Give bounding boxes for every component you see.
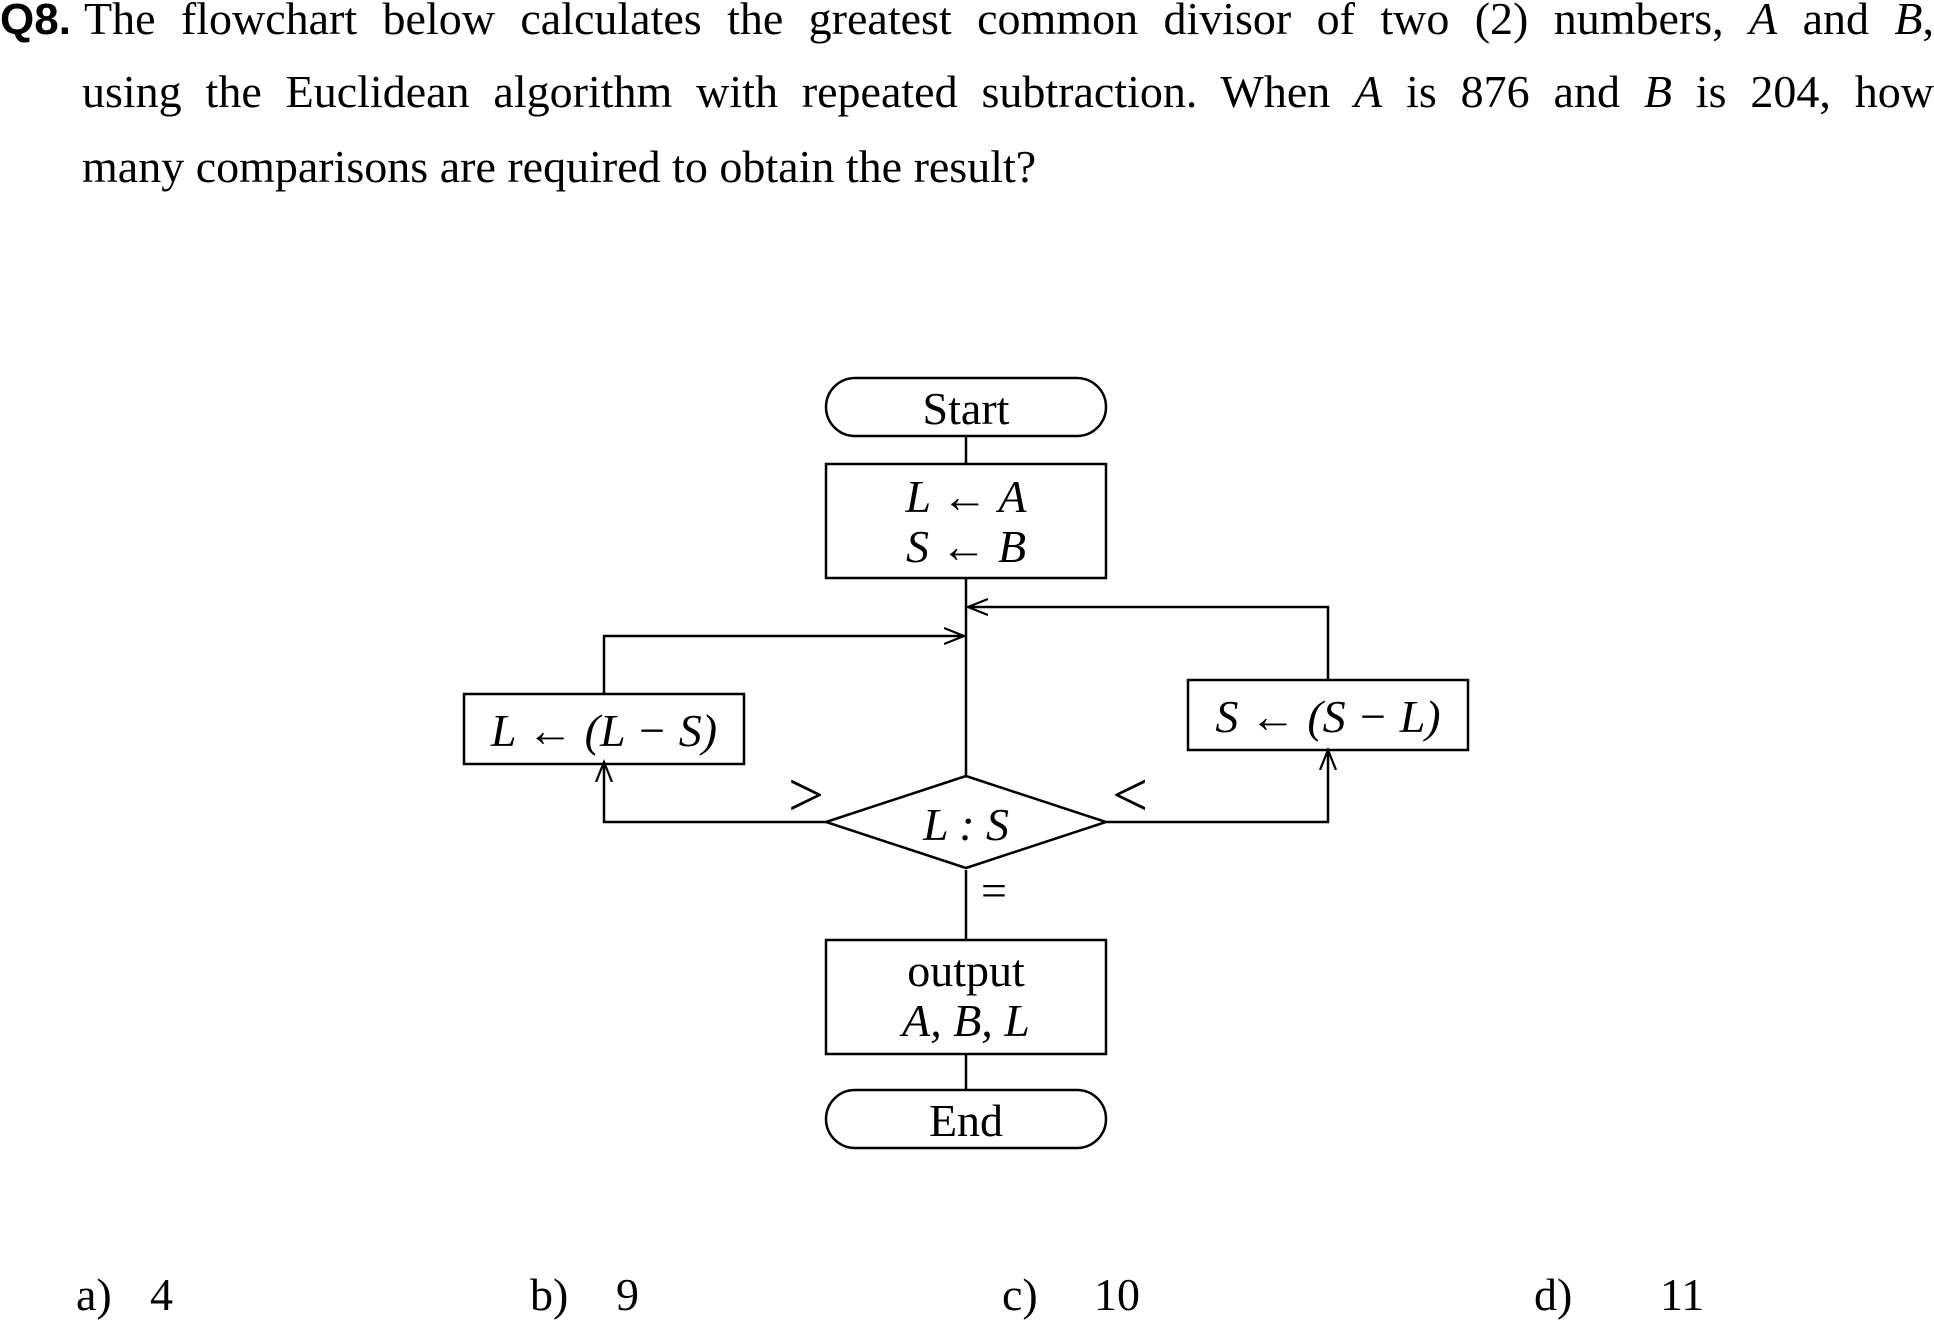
left-process-label: L ← (L − S) <box>490 705 717 756</box>
question-line-1: Q8. The flowchart below calculates the g… <box>0 0 1934 47</box>
init-label-1: L ← A <box>904 471 1027 522</box>
right-process-label: S ← (S − L) <box>1215 691 1440 742</box>
connector-right-process-merge <box>968 607 1330 680</box>
option-value: 10 <box>1094 1269 1140 1320</box>
option-value: 9 <box>616 1269 639 1320</box>
start-label: Start <box>923 383 1010 434</box>
branch-less-label: < <box>1112 759 1148 830</box>
question-line-2: using the Euclidean algorithm with repea… <box>82 66 1934 117</box>
right-process-box <box>1186 678 1470 752</box>
connector-decision-left-process <box>604 762 826 824</box>
connector-decision-right-process <box>1106 750 1328 824</box>
init-label-2: S ← B <box>906 521 1026 572</box>
start-terminal <box>824 376 1108 438</box>
answer-options: a) 4 b) 9 c) 10 d) 11 <box>0 1268 1934 1328</box>
output-label-1: output <box>907 945 1025 996</box>
decision-label: L : S <box>922 799 1009 850</box>
option-letter: b) <box>530 1269 569 1320</box>
option-letter: d) <box>1534 1269 1573 1320</box>
end-terminal <box>824 1088 1108 1150</box>
option-value: 11 <box>1660 1269 1705 1320</box>
question-line-3: many comparisons are required to obtain … <box>82 141 1037 192</box>
left-process-box <box>462 692 746 766</box>
decision-diamond <box>821 774 1111 870</box>
option-letter: a) <box>76 1269 112 1320</box>
output-label-2: A, B, L <box>899 995 1030 1046</box>
output-box <box>824 938 1108 1056</box>
init-process-box <box>824 462 1108 580</box>
option-a[interactable]: a) 4 <box>76 1268 173 1322</box>
option-b[interactable]: b) 9 <box>530 1268 639 1322</box>
question-number: Q8. <box>0 0 71 44</box>
branch-equal-label: = <box>981 865 1007 916</box>
option-d[interactable]: d) 11 <box>1534 1268 1704 1322</box>
branch-greater-label: > <box>788 759 824 830</box>
option-c[interactable]: c) 10 <box>1002 1268 1140 1322</box>
option-letter: c) <box>1002 1269 1038 1320</box>
end-label: End <box>929 1095 1003 1146</box>
option-value: 4 <box>150 1269 173 1320</box>
connector-left-process-merge <box>602 636 964 694</box>
